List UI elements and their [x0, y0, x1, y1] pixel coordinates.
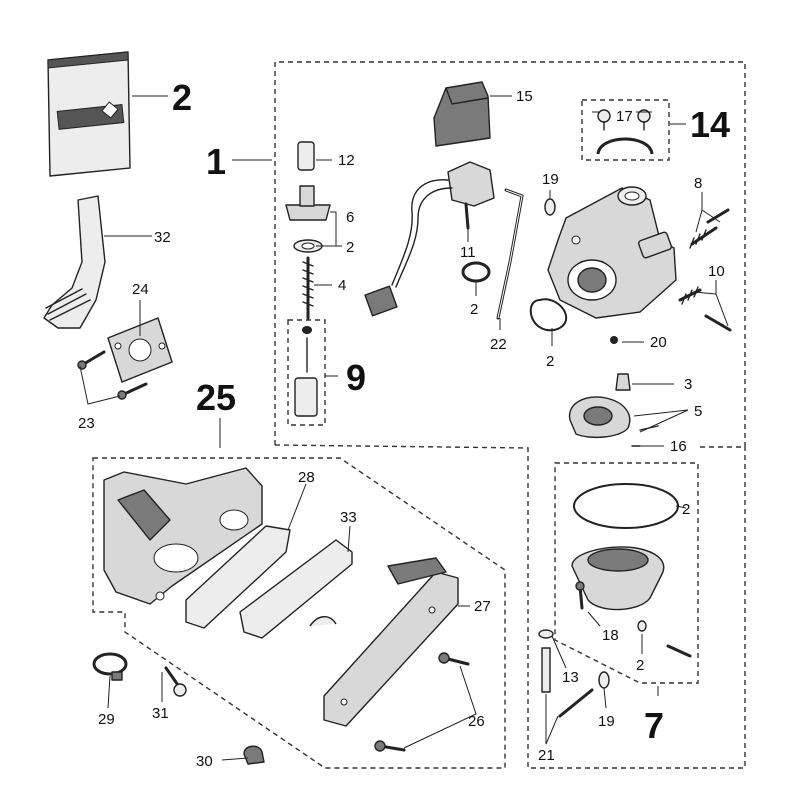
- carburetor-body-part: [547, 186, 677, 319]
- callout-33: 33: [340, 509, 357, 526]
- callout-1: 1: [206, 141, 226, 182]
- bolt-part: [164, 666, 187, 697]
- callout-10: 10: [708, 263, 725, 280]
- vent-tube-part: [496, 188, 524, 320]
- callout-11: 11: [460, 244, 476, 261]
- callout-16: 16: [670, 438, 687, 455]
- small-parts-bottom: [538, 629, 610, 718]
- callout-32: 32: [154, 229, 171, 246]
- callout-2-large: 2: [172, 77, 192, 118]
- jet-part: [610, 336, 618, 344]
- callout-3: 3: [684, 376, 692, 393]
- callout-5: 5: [694, 403, 702, 420]
- callout-30: 30: [196, 753, 213, 770]
- callout-23: 23: [78, 415, 95, 432]
- callout-19-top: 19: [542, 171, 559, 188]
- filter-element-part: [185, 525, 291, 629]
- callout-31: 31: [152, 705, 169, 722]
- callout-labels: 2 1 12 6 2 4 9 15 11 2 22 19 2 8 10 20 3…: [78, 77, 730, 770]
- cover-screws-part: [374, 652, 470, 752]
- screws-part: [77, 350, 148, 400]
- callout-7: 7: [644, 705, 664, 746]
- float-bowl-part: [571, 483, 692, 658]
- group-1-boundary: [274, 61, 746, 448]
- bracket-part: [243, 745, 265, 765]
- adjust-screws-part: [678, 208, 732, 332]
- callout-19-bottom: 19: [598, 713, 615, 730]
- callout-13: 13: [562, 669, 579, 686]
- decal-part: [47, 51, 131, 177]
- callout-26: 26: [468, 713, 485, 730]
- callout-2-ring: 2: [470, 301, 478, 318]
- callout-2-stack: 2: [346, 239, 354, 256]
- callout-6: 6: [346, 209, 354, 226]
- fuel-valve-stack: [285, 141, 331, 417]
- callout-8: 8: [694, 175, 702, 192]
- flange-gasket-part: [107, 317, 173, 383]
- air-filter-base-part: [103, 467, 263, 605]
- boot-cap-part: [433, 81, 491, 147]
- intake-tube-part: [43, 195, 106, 329]
- o-ring-part: [461, 261, 491, 283]
- callout-14: 14: [690, 104, 730, 145]
- carb-gasket-part: [529, 298, 568, 332]
- callout-22: 22: [490, 336, 507, 353]
- callout-9: 9: [346, 357, 366, 398]
- filter-cover-part: [323, 557, 459, 727]
- callout-2-carb: 2: [546, 353, 554, 370]
- callout-20: 20: [650, 334, 667, 351]
- group-14-boundary: [581, 99, 670, 161]
- float-part: [568, 396, 659, 439]
- filter-foam-part: [239, 539, 353, 639]
- leader-lines: [79, 95, 729, 761]
- callout-15: 15: [516, 88, 533, 105]
- clamp-part: [596, 109, 654, 155]
- clip-top-part: [544, 198, 556, 216]
- callout-29: 29: [98, 711, 115, 728]
- callout-2-bowl: 2: [682, 501, 690, 518]
- callout-4: 4: [338, 277, 346, 294]
- callout-28: 28: [298, 469, 315, 486]
- callout-18: 18: [602, 627, 619, 644]
- hose-clamp-part: [92, 652, 128, 681]
- callout-27: 27: [474, 598, 491, 615]
- callout-24: 24: [132, 281, 149, 298]
- float-valve-part: [615, 373, 631, 391]
- callout-21: 21: [538, 747, 555, 764]
- callout-17: 17: [616, 108, 633, 125]
- group-9-boundary: [287, 319, 326, 426]
- callout-25: 25: [196, 377, 236, 418]
- group-25-boundary: [92, 457, 506, 769]
- callout-2-bowl-small: 2: [636, 657, 644, 674]
- group-7-boundary: [554, 462, 699, 684]
- callout-12: 12: [338, 152, 355, 169]
- solenoid-part: [364, 161, 495, 317]
